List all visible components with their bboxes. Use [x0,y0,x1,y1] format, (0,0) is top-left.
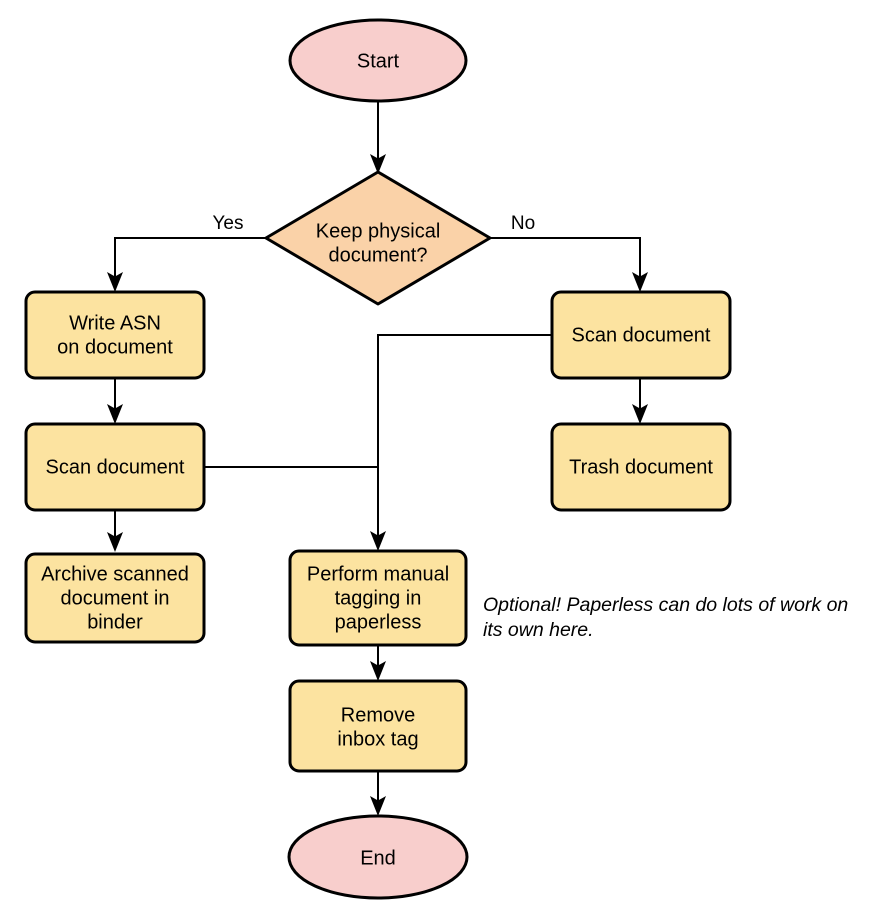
write-asn-label-line2: on document [57,336,173,358]
remove-inbox-box-shape [288,679,468,773]
edge-scan-left-to-archive [107,510,123,552]
edge-label-yes: Yes [213,213,244,234]
remove-inbox-label-line1: Remove [341,704,415,726]
node-write-asn-on-document[interactable]: Write ASN on document [24,290,206,380]
edge-label-no: No [511,213,535,234]
annotation-optional-note: Optional! Paperless can do lots of work … [483,594,848,641]
scan-document-left-box-shape [24,422,206,512]
node-trash-document[interactable]: Trash document [550,422,732,512]
node-decision-keep-physical-document[interactable]: Keep physical document? [264,170,492,306]
edge-scan-right-to-tagging [370,334,552,551]
edge-write-asn-to-scan-left [107,378,123,424]
remove-inbox-label-line2: inbox tag [337,728,418,750]
scan-document-right-box-shape [550,290,732,380]
archive-box-shape [24,552,206,644]
annotation-line1: Optional! Paperless can do lots of work … [483,594,848,616]
edge-scan-right-to-trash [632,378,648,424]
edge-decision-yes-to-write-asn [107,237,266,292]
node-start[interactable]: Start [288,18,468,103]
trash-document-label: Trash document [569,456,713,478]
edge-decision-no-to-scan-right [490,237,648,292]
scan-document-right-label: Scan document [572,324,711,346]
tagging-label-line2: tagging in [335,587,422,609]
scan-document-left-label: Scan document [46,456,185,478]
node-end[interactable]: End [287,814,469,900]
annotation-line2: its own here. [483,619,594,641]
decision-label-line1: Keep physical [316,220,441,242]
node-scan-document-left[interactable]: Scan document [24,422,206,512]
node-remove-inbox-tag[interactable]: Remove inbox tag [288,679,468,773]
tagging-box-shape [288,549,468,647]
archive-label-line2: document in [61,587,170,609]
decision-diamond-shape [264,170,492,306]
edge-start-to-decision [370,101,386,174]
node-scan-document-right[interactable]: Scan document [550,290,732,380]
trash-document-box-shape [550,422,732,512]
node-perform-manual-tagging[interactable]: Perform manual tagging in paperless [288,549,468,647]
end-label: End [360,847,396,869]
write-asn-label-line1: Write ASN [69,312,161,334]
node-archive-scanned-document[interactable]: Archive scanned document in binder [24,552,206,644]
archive-label-line3: binder [87,611,143,633]
write-asn-box-shape [24,290,206,380]
edge-tagging-to-remove-inbox [370,645,386,681]
decision-label-line2: document? [329,244,428,266]
start-ellipse-shape [288,18,468,103]
tagging-label-line1: Perform manual [307,563,449,585]
end-ellipse-shape [287,814,469,900]
start-label: Start [357,50,400,72]
tagging-label-line3: paperless [335,611,422,633]
edge-remove-inbox-to-end [370,771,386,816]
archive-label-line1: Archive scanned [41,563,189,585]
